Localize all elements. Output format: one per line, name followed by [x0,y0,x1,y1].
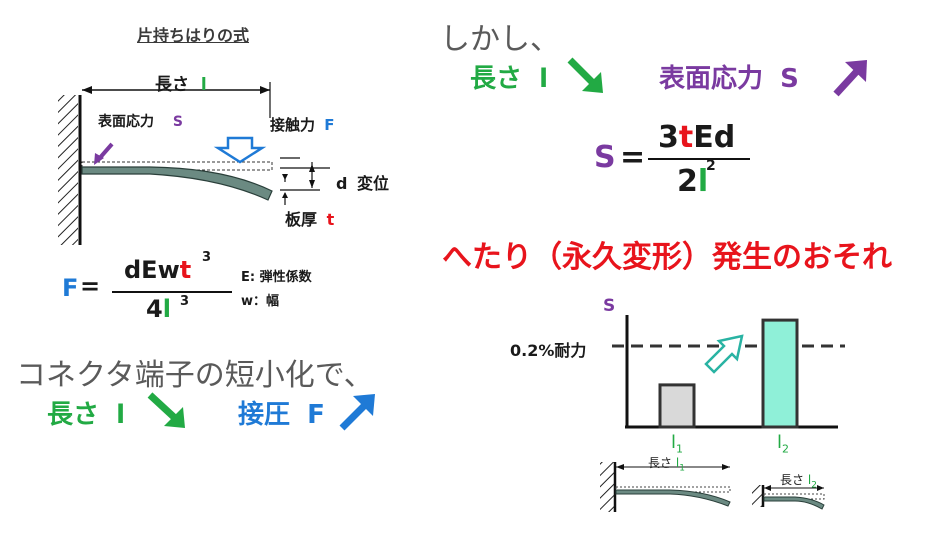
bar2-label: l2 [777,432,789,456]
displacement-var: d [336,174,348,193]
right-length: 長さ l [470,58,548,95]
right-stress-text: 表面応力 [659,64,764,94]
small-beam-l1 [600,462,731,512]
right-stress: 表面応力 S [659,58,799,95]
right-formula-lhs: S [594,140,616,175]
contact-force-var: F [324,116,335,134]
surface-stress-var: S [172,114,183,130]
wall-hatch [58,95,78,245]
left-cantilever-diagram [58,82,330,245]
bar1-label-sub: 1 [676,442,684,456]
small-beam-l2 [752,485,825,510]
arrow-up-blue-icon [339,394,375,431]
chart-y-axis-label: S [603,296,616,316]
right-den-main: 2 [677,164,698,199]
left-num-var: t [179,256,192,284]
left-num-main: dEw [124,256,180,284]
bar2-label-sub: 2 [782,442,790,456]
left-title: 片持ちはりの式 [137,26,250,45]
threshold-label: 0.2%耐力 [510,341,587,360]
contact-force-label: 接触力 F [270,114,335,135]
beam2-length-sub: 2 [811,480,817,491]
left-formula-denominator: 4l [146,295,171,323]
increase-arrow-icon [704,334,744,374]
surface-stress-text: 表面応力 [98,114,154,130]
bar1-label-var: l [671,432,677,453]
right-num-b: Ed [693,120,736,155]
right-formula-numerator: 3tEd [658,120,735,155]
bottom-left-force-text: 接圧 [238,400,291,430]
beam2-length-label: 長さ l2 [780,471,817,490]
right-stress-var: S [780,64,799,94]
bottom-left-length-var: l [116,400,125,430]
bar1-label: l1 [671,432,683,456]
bottom-left-force-var: F [307,400,325,430]
arrow-up-purple-icon [833,60,867,97]
right-num-t: t [678,120,694,155]
bar2-label-var: l [777,432,783,453]
beam2-length-var: l [807,473,812,487]
bottom-left-force: 接圧 F [238,394,325,431]
thickness-text: 板厚 [285,210,318,229]
right-den-var: l [697,164,709,199]
force-arrow-icon [213,136,267,164]
left-formula-lhs: F [62,274,79,302]
displacement-label: d 変位 [336,170,389,194]
thickness-label: 板厚 t [285,206,334,230]
left-num-exp: 3 [202,250,212,265]
bar-l1 [658,383,696,429]
arrow-down-green-icon [147,392,185,428]
length-label-text: 長さ [155,75,189,95]
stress-bar-chart [612,315,845,429]
left-den-main: 4 [146,295,163,323]
right-num-a: 3 [658,120,679,155]
right-length-var: l [539,64,548,94]
left-den-exp: 3 [180,294,190,309]
left-formula-numerator: dEwt [124,256,191,284]
beam-deflected [81,166,273,201]
right-length-text: 長さ [470,64,523,94]
beam1-length-text: 長さ [648,456,673,470]
left-den-var: l [162,295,171,323]
bottom-left-length-text: 長さ [47,400,100,430]
legend-e: E: 弾性係数 [241,270,312,285]
warning-text: へたり（永久変形）発生のおそれ [442,240,892,275]
right-intro: しかし、 [440,22,560,57]
length-label: 長さ l [155,70,207,95]
contact-force-text: 接触力 [270,116,316,134]
legend-w: w：幅 [241,294,280,309]
bottom-left-line1: コネクタ端子の短小化で、 [16,358,374,393]
right-den-exp: 2 [706,158,716,174]
beam1-length-var: l [675,456,680,470]
length-var: l [200,75,207,95]
right-formula-equals: = [620,140,646,175]
surface-stress-label: 表面応力 S [98,111,183,131]
beam1-length-sub: 1 [679,463,685,474]
bar-l2 [761,318,799,429]
arrow-down-green-icon-right [567,57,603,93]
displacement-text: 変位 [357,174,390,193]
left-formula-equals: = [80,272,101,300]
beam1-length-label: 長さ l1 [648,454,685,473]
right-formula-denominator: 2l [677,164,708,199]
beam2-length-text: 長さ [780,473,805,487]
thickness-var: t [326,210,335,229]
bottom-left-length: 長さ l [47,394,125,431]
